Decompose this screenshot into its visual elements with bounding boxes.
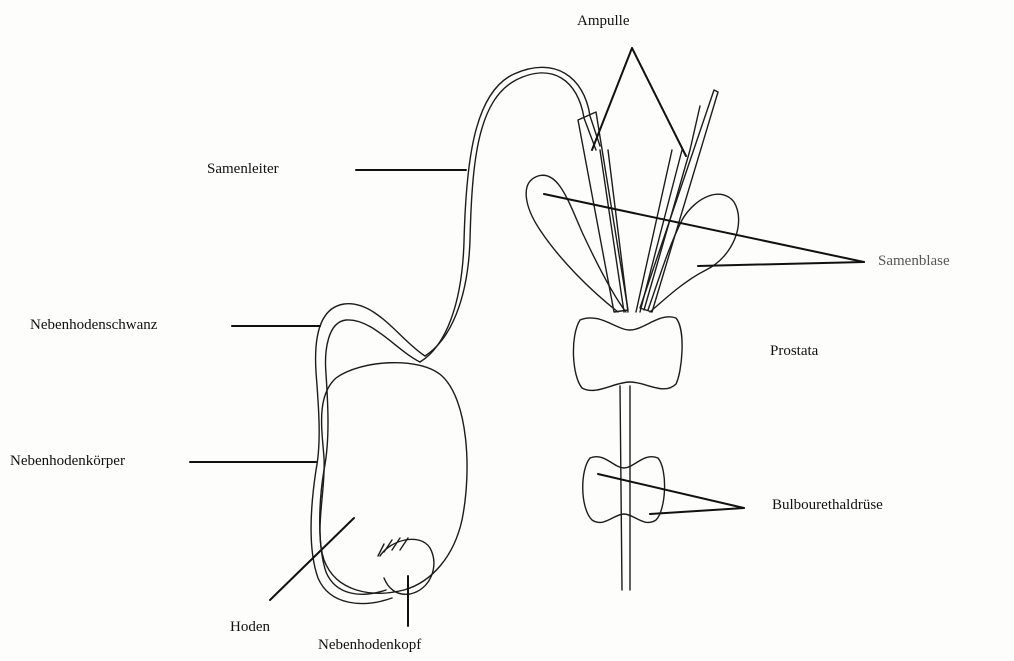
ampulla-left — [578, 112, 628, 312]
bulbourethral-gland-shape — [583, 457, 665, 523]
label-samenblase: Samenblase — [878, 254, 950, 269]
prostate-shape — [573, 317, 682, 391]
leader-bulbourethaldruese-upper — [598, 474, 744, 508]
epididymis-inner — [320, 320, 420, 594]
label-nebenhodenkoerper: Nebenhodenkörper — [10, 454, 125, 469]
leader-samenblase-lower — [698, 262, 864, 266]
epididymis-outer — [311, 304, 425, 604]
leader-hoden — [270, 518, 354, 600]
vas-deferens-outer — [425, 73, 596, 356]
epididymis-head — [380, 539, 434, 594]
seminal-vesicle-left — [526, 175, 626, 312]
testis-shape — [320, 363, 467, 594]
label-ampulle: Ampulle — [577, 14, 630, 29]
label-bulbourethaldruese: Bulbourethaldrüse — [772, 498, 883, 513]
label-prostata: Prostata — [770, 344, 818, 359]
seminal-vesicle-right — [648, 194, 739, 312]
leader-bulbourethaldruese-lower — [650, 508, 744, 514]
vas-deferens-inner — [420, 67, 600, 362]
ampulla-right — [640, 90, 718, 312]
label-nebenhodenkopf: Nebenhodenkopf — [318, 638, 421, 653]
label-hoden: Hoden — [230, 620, 270, 635]
duct-lines — [600, 150, 682, 312]
label-nebenhodenschwanz: Nebenhodenschwanz — [30, 318, 157, 333]
leader-ampulle-right — [632, 48, 686, 156]
label-samenleiter: Samenleiter — [207, 162, 279, 177]
leader-ampulle-left — [592, 48, 632, 150]
urethra — [620, 386, 630, 590]
